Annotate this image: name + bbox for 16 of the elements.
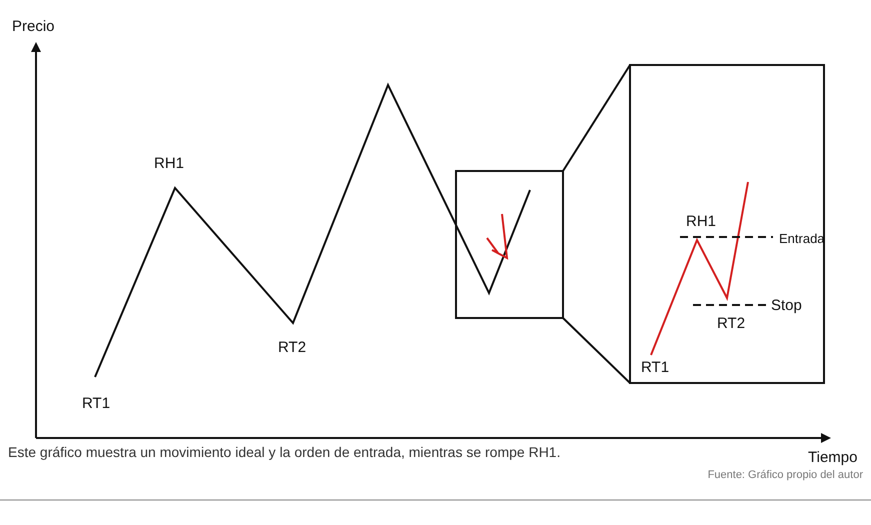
point-label: RH1 bbox=[154, 155, 184, 173]
point-label: RT2 bbox=[717, 315, 746, 333]
zoom-connector-line bbox=[562, 64, 631, 172]
zoom-region-frame bbox=[455, 170, 564, 319]
level-label: Entrada bbox=[779, 230, 825, 248]
axis-label: Tiempo bbox=[808, 449, 858, 467]
axis-label: Precio bbox=[12, 18, 55, 36]
point-label: RT1 bbox=[82, 395, 110, 413]
caption: Este gráfico muestra un movimiento ideal y la orden de entrada, mientras se rompe RH1. bbox=[8, 443, 560, 461]
source-note: Fuente: Gráfico propio del autor bbox=[708, 468, 863, 483]
point-label: RT1 bbox=[641, 359, 670, 377]
zoom-detail-frame bbox=[629, 64, 825, 384]
level-label: Stop bbox=[771, 297, 802, 315]
point-label: RH1 bbox=[686, 213, 716, 231]
point-label: RT2 bbox=[278, 339, 306, 357]
zoom-connector-line bbox=[562, 317, 631, 384]
